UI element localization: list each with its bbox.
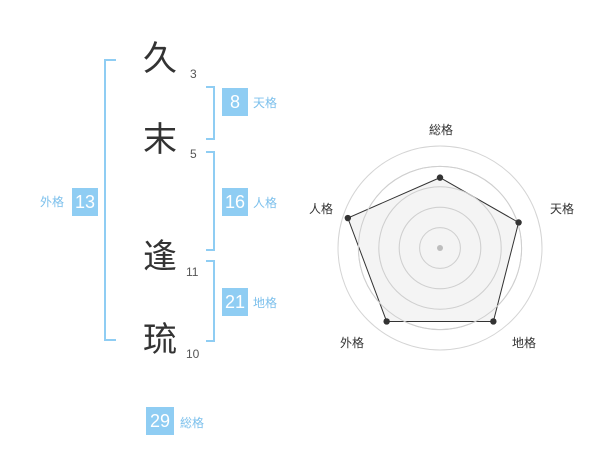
gaikaku-label: 外格 [40,195,65,209]
stroke-count-3: 11 [186,265,199,279]
jinkaku-value: 16 [222,188,248,216]
gaikaku-bracket [104,59,116,341]
radar-axis-label-gaikaku: 外格 [340,336,365,350]
stroke-count-4: 10 [186,347,200,361]
soukaku-label: 総格 [180,416,205,430]
radar-axis-label-tenkaku: 天格 [550,202,575,216]
radar-inner-ring [378,186,502,310]
gaikaku-value: 13 [72,188,98,216]
chikaku-label: 地格 [253,296,278,310]
radar-point-1 [515,219,522,226]
radar-point-4 [344,214,352,222]
stroke-count-1: 3 [190,67,197,81]
radar-axis-label-chikaku: 地格 [512,336,537,350]
tenkaku-value: 8 [222,88,248,116]
radar-axis-label-jinkaku: 人格 [309,202,334,216]
name-char-1: 久 [143,39,177,79]
name-char-3: 逢 [143,237,177,277]
name-char-4: 琉 [143,320,177,360]
jinkaku-bracket [206,151,215,251]
radar-value-polygon [347,177,520,322]
radar-point-0 [436,174,444,181]
radar-point-3 [383,318,390,325]
radar-axis-label-soukaku: 総格 [429,123,454,137]
chikaku-bracket [206,260,215,342]
radar-inner-ring [357,165,523,331]
jinkaku-label: 人格 [253,196,278,210]
radar-grid-ring [337,145,543,351]
soukaku-value: 29 [146,407,174,435]
name-char-2: 末 [143,120,177,160]
radar-inner-ring [398,206,482,290]
tenkaku-label: 天格 [253,96,278,110]
radar-point-2 [490,318,497,325]
radar-inner-ring [419,227,461,269]
radar-center-dot [437,245,443,251]
tenkaku-bracket [206,86,215,140]
stroke-count-2: 5 [190,147,197,161]
chikaku-value: 21 [222,288,248,316]
